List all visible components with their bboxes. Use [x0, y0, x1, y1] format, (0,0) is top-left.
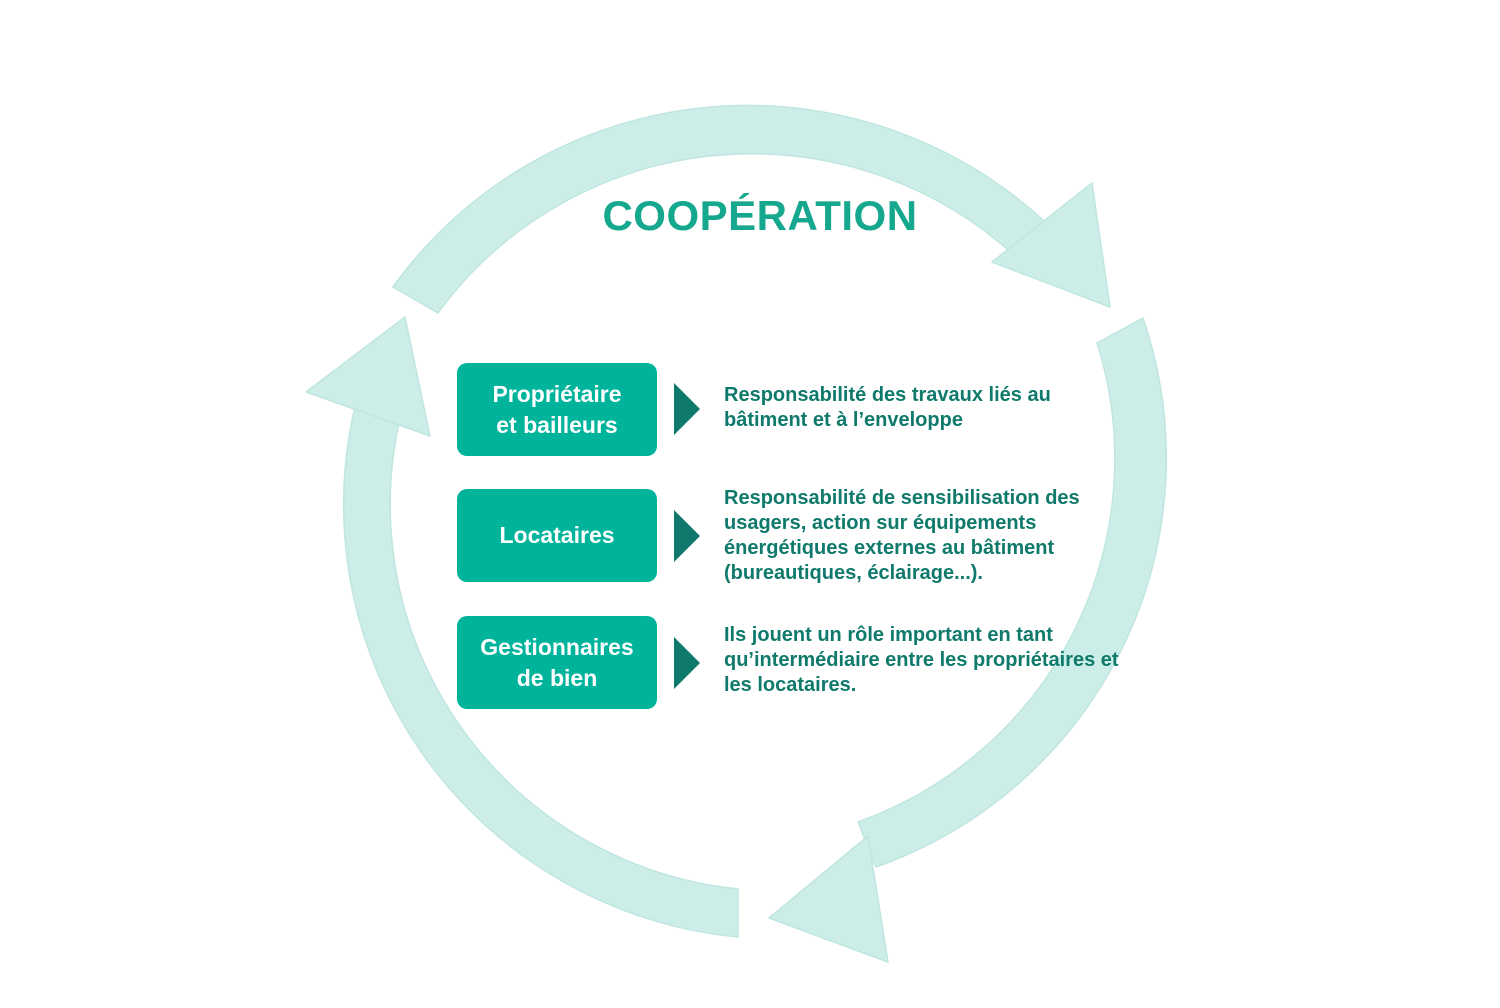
- pointer-triangle-icon: [674, 383, 700, 435]
- pointer-triangle-icon: [674, 637, 700, 689]
- role-box-locataires: Locataires: [457, 489, 657, 582]
- diagram-title: COOPÉRATION: [602, 192, 918, 239]
- role-description-gestionnaires: Ils jouent un rôle important en tant qu’…: [724, 624, 1119, 696]
- role-box-proprietaire: Propriétaire et bailleurs: [457, 363, 657, 456]
- arrowhead-left: [305, 316, 431, 437]
- arrowhead-bottom: [768, 835, 889, 963]
- role-box-gestionnaires: Gestionnaires de bien: [457, 616, 657, 709]
- pointer-triangle-icon: [674, 510, 700, 562]
- role-description-proprietaire: Responsabilité des travaux liés au bâtim…: [724, 384, 1051, 431]
- arrowhead-top-right: [991, 182, 1111, 308]
- role-description-locataires: Responsabilité de sensibilisation des us…: [724, 487, 1080, 584]
- arrow-arc-right: [857, 317, 1167, 868]
